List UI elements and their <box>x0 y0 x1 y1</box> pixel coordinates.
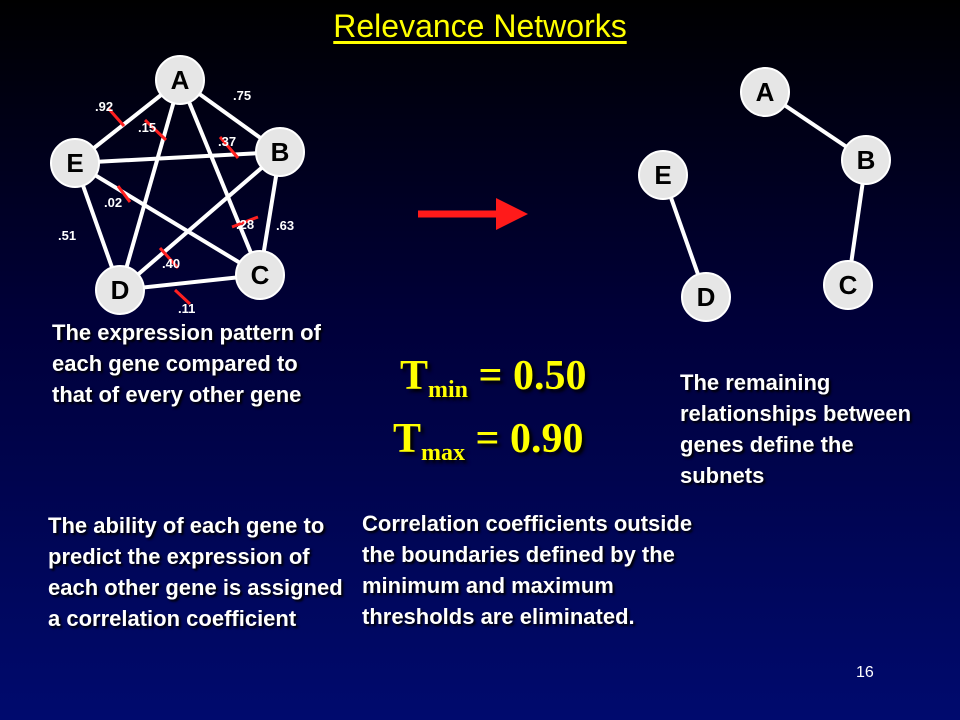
weight-label-dc: .11 <box>178 301 195 316</box>
edge-e-b <box>74 150 281 165</box>
left-node-c: C <box>235 250 285 300</box>
right-node-a: A <box>740 67 790 117</box>
threshold-min-letter: T <box>400 353 429 399</box>
threshold-min: Tmin = 0.50 <box>400 352 586 404</box>
threshold-max-value: = 0.90 <box>475 416 584 462</box>
expression-pattern-text: The expression pattern of each gene comp… <box>52 320 321 407</box>
cut-mark-bd <box>231 215 259 229</box>
svg-text:B: B <box>857 145 876 175</box>
cut-mark-ec <box>116 185 132 203</box>
svg-text:D: D <box>697 282 716 312</box>
right-node-b: B <box>841 135 891 185</box>
left-node-a: A <box>155 55 205 105</box>
weight-label-ae: .92 <box>95 99 113 114</box>
weight-label-ac: .15 <box>138 120 156 135</box>
cut-mark-dc <box>173 288 192 306</box>
threshold-min-value: = 0.50 <box>478 353 587 399</box>
svg-text:C: C <box>839 270 858 300</box>
left-node-e: E <box>50 138 100 188</box>
threshold-max-sub: max <box>421 440 466 466</box>
remaining-text: The remaining relationships between gene… <box>680 370 912 488</box>
cut-mark-eb <box>218 136 240 159</box>
ability-text: The ability of each gene to predict the … <box>48 513 343 631</box>
cut-mark-ed <box>158 246 180 270</box>
weight-label-ed: .51 <box>58 228 76 243</box>
right-node-c: C <box>823 260 873 310</box>
weight-label-ed2: .40 <box>162 256 180 271</box>
svg-text:B: B <box>271 137 290 167</box>
weight-label-bd: .28 <box>236 217 254 232</box>
svg-text:A: A <box>171 65 190 95</box>
cut-mark-ae <box>106 107 126 127</box>
left-node-d: D <box>95 265 145 315</box>
right-node-e: E <box>638 150 688 200</box>
svg-text:A: A <box>756 77 775 107</box>
slide-title: Relevance Networks <box>333 8 627 44</box>
weight-label-ec: .02 <box>104 195 122 210</box>
transform-arrow <box>418 198 528 230</box>
svg-text:E: E <box>66 148 83 178</box>
weight-labels: .92 .15 .75 .37 .02 .51 .28 .63 .40 .11 <box>58 88 294 316</box>
page-number: 16 <box>856 664 874 681</box>
edge-a-d <box>118 79 182 291</box>
weight-label-eb: .37 <box>218 134 236 149</box>
edge-b-d <box>118 150 282 292</box>
threshold-max: Tmax = 0.90 <box>393 415 583 467</box>
correlation-text: Correlation coefficients outside the bou… <box>362 511 693 629</box>
edge-a-c <box>178 79 262 276</box>
weight-label-bc: .63 <box>276 218 294 233</box>
weight-label-ab: .75 <box>233 88 251 103</box>
left-node-b: B <box>255 127 305 177</box>
svg-text:E: E <box>654 160 671 190</box>
right-node-d: D <box>681 272 731 322</box>
threshold-min-sub: min <box>428 377 469 403</box>
edge-e-c <box>73 161 262 277</box>
threshold-max-letter: T <box>393 416 422 462</box>
svg-text:C: C <box>251 260 270 290</box>
elimination-marks <box>106 107 259 306</box>
cut-mark-ac <box>143 118 168 142</box>
svg-text:D: D <box>111 275 130 305</box>
